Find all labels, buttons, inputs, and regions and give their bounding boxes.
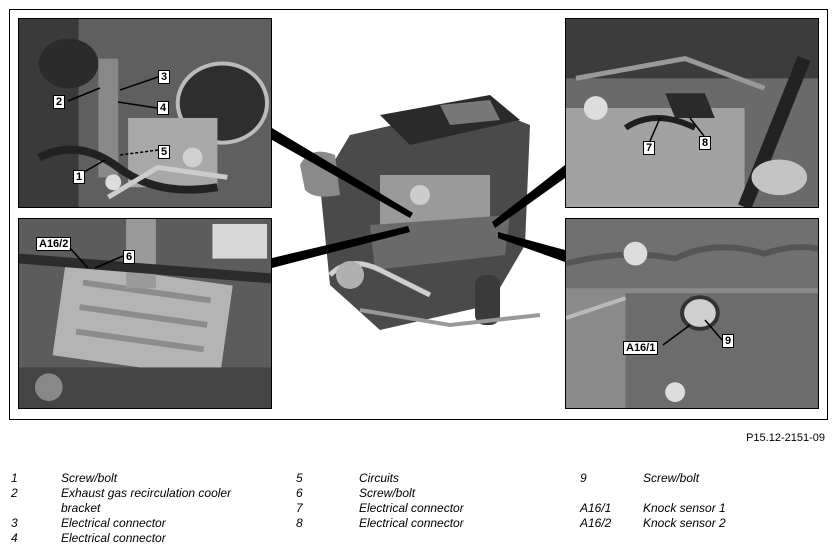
callout-3: 3 bbox=[158, 70, 171, 84]
callout-5: 5 bbox=[158, 145, 171, 159]
callout-9: 9 bbox=[722, 334, 735, 348]
callout-7: 7 bbox=[643, 141, 656, 155]
photo-bottom-right bbox=[565, 218, 819, 409]
callout-4: 4 bbox=[157, 101, 170, 115]
figure-reference: P15.12-2151-09 bbox=[746, 432, 825, 444]
callout-a16-2: A16/2 bbox=[36, 237, 72, 251]
callout-6: 6 bbox=[123, 250, 136, 264]
callout-1: 1 bbox=[73, 170, 86, 184]
callout-8: 8 bbox=[699, 136, 712, 150]
photo-top-right bbox=[565, 18, 819, 208]
photo-top-left bbox=[18, 18, 272, 208]
callout-a16-1: A16/1 bbox=[623, 341, 659, 355]
callout-2: 2 bbox=[53, 95, 66, 109]
